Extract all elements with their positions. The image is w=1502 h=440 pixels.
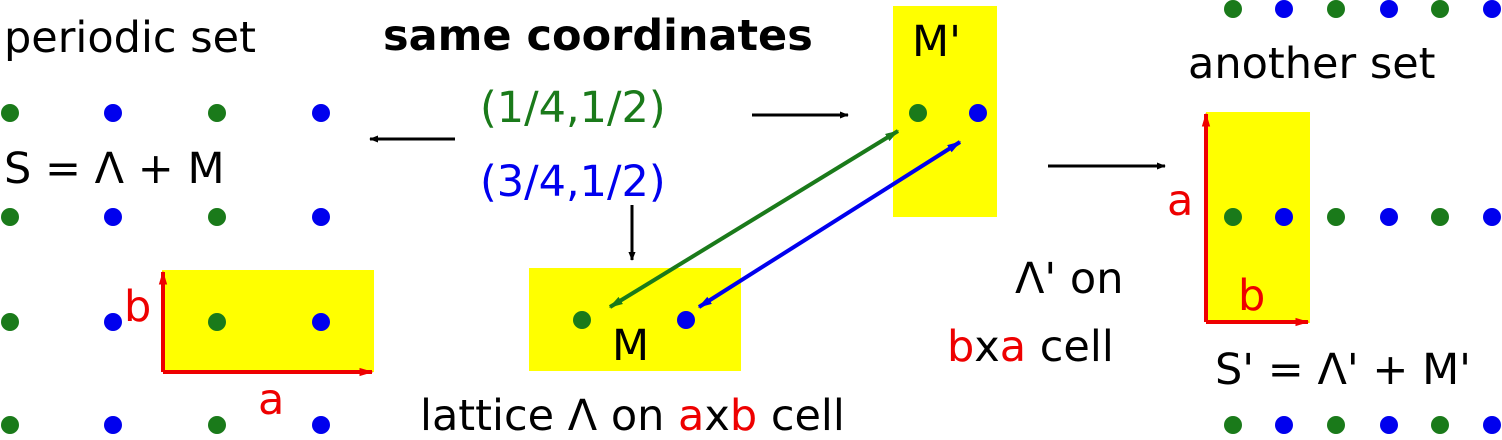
point-blue [1483,208,1501,226]
point-green [1,416,19,434]
point-blue [1380,416,1398,434]
cell-size-x: x [974,322,999,372]
point-blue [312,416,330,434]
motif-m-green-point [573,311,591,329]
another-set-label: another set [1188,39,1436,89]
point-blue [1380,0,1398,18]
point-blue [1275,0,1293,18]
point-green [1431,208,1449,226]
point-green [208,313,226,331]
point-green [208,104,226,122]
point-green [1,104,19,122]
point-blue [312,104,330,122]
coordinate-green-label: (1/4,1/2) [480,83,666,133]
left-axis-a-label: a [258,375,284,425]
point-green [1327,208,1345,226]
point-blue [312,208,330,226]
lattice-caption-prefix: lattice Λ on [420,391,678,440]
m-prime-label: M' [912,17,961,67]
point-green [1327,416,1345,434]
point-blue [1275,416,1293,434]
lattice-caption: lattice Λ on axb cell [420,391,845,440]
periodic-set-label: periodic set [4,13,256,63]
lattice-caption-b: b [730,391,757,440]
point-green [1431,416,1449,434]
point-blue [104,416,122,434]
point-blue [312,313,330,331]
cell-size-suffix: cell [1026,322,1114,372]
right-axis-a-label: a [1167,176,1193,226]
point-green [1431,0,1449,18]
lattice-caption-x: x [704,391,729,440]
left-periodic-points [1,104,330,434]
point-blue [104,313,122,331]
point-green [1224,416,1242,434]
blue-correspondence-arrow [697,140,962,309]
point-blue [1483,416,1501,434]
left-unit-cell [162,270,374,372]
point-blue [104,104,122,122]
cell-size-a: a [1000,322,1026,372]
motif-m-prime-blue-point [969,104,987,122]
right-axis-b-label: b [1238,271,1265,321]
point-blue [1275,208,1293,226]
point-green [1224,208,1242,226]
point-blue [1380,208,1398,226]
point-blue [1483,0,1501,18]
m-label: M [612,321,649,371]
point-green [1327,0,1345,18]
s-formula-label: S = Λ + M [4,144,225,194]
same-coordinates-label: same coordinates [383,11,813,61]
point-green [1224,0,1242,18]
motif-m-blue-point [677,311,695,329]
lambda-prime-on-label: Λ' on [1015,254,1123,304]
right-periodic-points [1224,0,1501,434]
point-green [208,416,226,434]
motif-m-prime-green-point [909,104,927,122]
coordinate-blue-label: (3/4,1/2) [480,157,666,207]
point-green [1,208,19,226]
cell-size-b: b [947,322,974,372]
point-green [208,208,226,226]
cell-size-caption: bxa cell [947,322,1114,372]
left-axis-b-label: b [124,282,151,332]
point-blue [104,208,122,226]
point-green [1,313,19,331]
lattice-caption-suffix: cell [757,391,845,440]
s-prime-formula-label: S' = Λ' + M' [1215,345,1471,395]
lattice-caption-a: a [678,391,704,440]
